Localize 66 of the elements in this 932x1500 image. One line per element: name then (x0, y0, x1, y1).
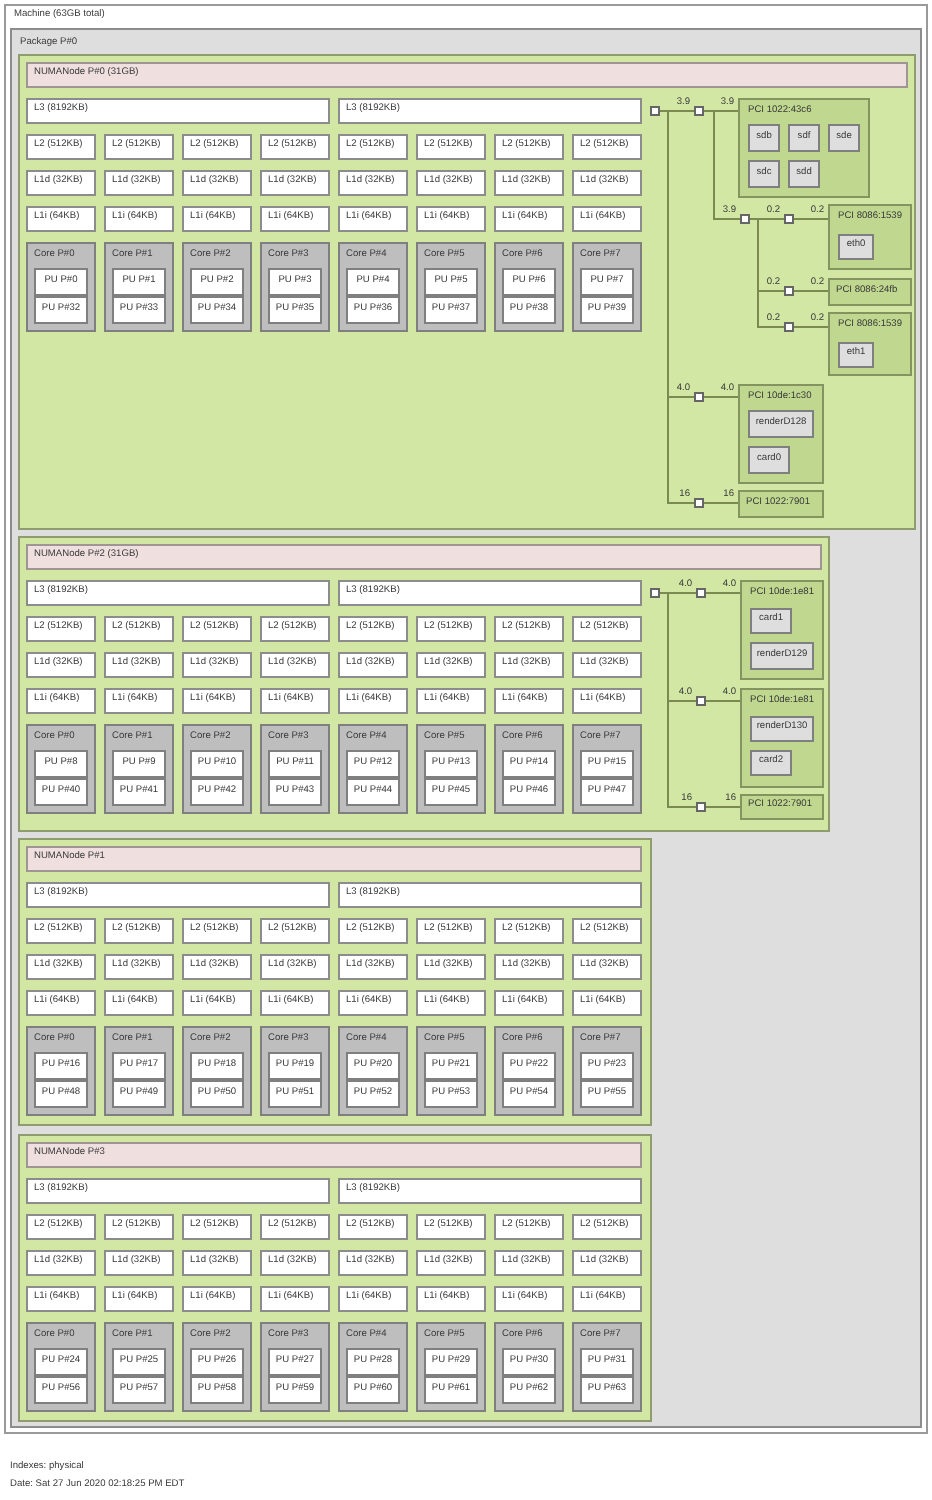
host-bridge-square (650, 588, 660, 598)
bridge-square (740, 214, 750, 224)
numa-group-panel (18, 54, 916, 530)
bridge-square (696, 802, 706, 812)
connector-line (793, 218, 829, 220)
core-box (182, 1026, 252, 1116)
core-box (260, 242, 330, 332)
core-box (338, 1322, 408, 1412)
core-box (182, 242, 252, 332)
connector-line (749, 218, 785, 328)
core-box (494, 724, 564, 814)
core-box (572, 1026, 642, 1116)
connector-line (703, 502, 739, 504)
connector-line (793, 326, 829, 328)
core-box (572, 724, 642, 814)
core-box (26, 1026, 96, 1116)
core-box (494, 1322, 564, 1412)
core-box (494, 1026, 564, 1116)
numa-group-panel (18, 1134, 652, 1422)
pci-device-box (738, 384, 824, 484)
pci-device-box (828, 204, 912, 270)
core-box (338, 242, 408, 332)
pci-device-box (740, 580, 824, 680)
core-box (338, 724, 408, 814)
core-box (416, 242, 486, 332)
pci-device-box (828, 312, 912, 376)
connector-line (703, 110, 741, 220)
bridge-square (694, 392, 704, 402)
core-box (104, 1026, 174, 1116)
core-box (104, 724, 174, 814)
bridge-square (784, 286, 794, 296)
core-box (494, 242, 564, 332)
core-box (416, 1026, 486, 1116)
bridge-square (696, 696, 706, 706)
numa-group-panel (18, 536, 830, 832)
core-box (416, 1322, 486, 1412)
core-box (182, 724, 252, 814)
connector-line (793, 290, 829, 292)
connector-line (659, 592, 697, 808)
host-bridge-square (650, 106, 660, 116)
core-box (338, 1026, 408, 1116)
core-box (26, 724, 96, 814)
connector-line (705, 592, 741, 594)
core-box (26, 1322, 96, 1412)
connector-line (659, 110, 695, 504)
connector-line (705, 700, 741, 702)
core-box (104, 242, 174, 332)
bridge-square (696, 588, 706, 598)
bridge-square (694, 498, 704, 508)
core-box (104, 1322, 174, 1412)
bridge-square (784, 214, 794, 224)
core-box (260, 1322, 330, 1412)
core-box (572, 1322, 642, 1412)
pci-device-box (738, 98, 870, 198)
bridge-square (694, 106, 704, 116)
pci-device-box (740, 688, 824, 788)
core-box (572, 242, 642, 332)
numa-group-panel (18, 838, 652, 1126)
core-box (260, 724, 330, 814)
core-box (182, 1322, 252, 1412)
core-box (26, 242, 96, 332)
connector-line (703, 396, 739, 398)
bridge-square (784, 322, 794, 332)
core-box (260, 1026, 330, 1116)
connector-line (705, 806, 741, 808)
core-box (416, 724, 486, 814)
